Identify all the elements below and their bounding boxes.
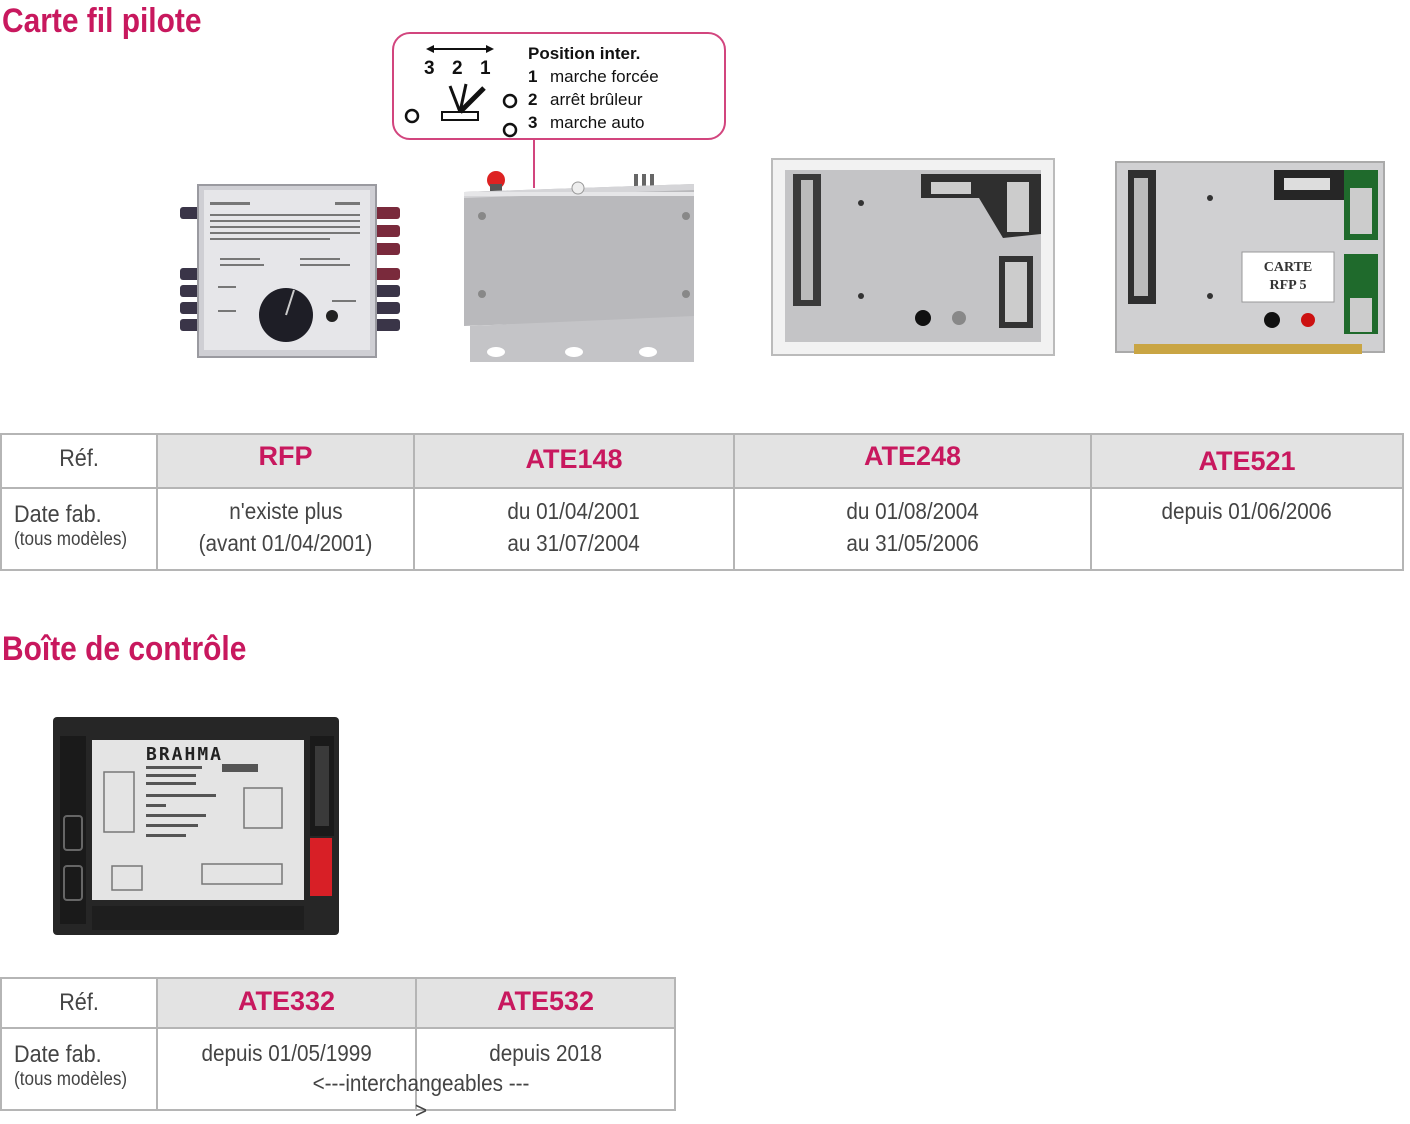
position-number: 1 xyxy=(480,58,491,79)
ref-header-ate248: ATE248 xyxy=(733,433,1092,489)
date-line: depuis 01/05/1999 xyxy=(201,1040,372,1066)
legend-row: 3 marche auto xyxy=(528,111,659,134)
callout-connector-line xyxy=(533,140,535,188)
date-line: au 31/07/2004 xyxy=(507,530,641,556)
date-label: Date fab. xyxy=(14,501,102,528)
legend-row: 1 marche forcée xyxy=(528,65,659,88)
legend-num: 1 xyxy=(528,67,538,86)
date-cell-ate521: depuis 01/06/2006 xyxy=(1090,487,1404,571)
legend-title: Position inter. xyxy=(528,44,641,63)
ref-label: Réf. xyxy=(59,445,99,472)
date-line: n'existe plus xyxy=(228,498,343,524)
ate521-device-photo: CARTE RFP 5 xyxy=(1115,161,1385,354)
position-number: 2 xyxy=(452,58,463,79)
interchangeable-note: <---interchangeables ---> xyxy=(312,1070,530,1123)
legend-num: 2 xyxy=(528,90,538,109)
ref-header-ate148: ATE148 xyxy=(413,433,735,489)
date-line: au 31/05/2006 xyxy=(846,530,979,556)
ate148-device-photo xyxy=(464,171,694,362)
date-label: Date fab. xyxy=(14,1041,102,1068)
date-line: depuis 2018 xyxy=(489,1040,602,1066)
date-line: du 01/08/2004 xyxy=(846,498,979,524)
date-cell-ate532: depuis 2018 xyxy=(415,1027,676,1111)
date-label-cell: Date fab. (tous modèles) xyxy=(0,487,158,571)
date-cell-ate148: du 01/04/2001 au 31/07/2004 xyxy=(413,487,735,571)
date-line: du 01/04/2001 xyxy=(507,498,641,524)
carte-label-line1: CARTE xyxy=(1264,260,1313,275)
ref-label-cell: Réf. xyxy=(0,433,158,489)
date-cell-ate332: depuis 01/05/1999 xyxy=(156,1027,417,1111)
brahma-control-box-photo: BRAHMA xyxy=(53,717,339,935)
legend-label: marche auto xyxy=(550,113,645,132)
legend-label: marche forcée xyxy=(550,67,659,86)
ref-header-ate332: ATE332 xyxy=(156,977,417,1029)
date-cell-rfp: n'existe plus (avant 01/04/2001) xyxy=(156,487,415,571)
ref-label-cell: Réf. xyxy=(0,977,158,1029)
legend-num: 3 xyxy=(528,113,538,132)
date-line: (avant 01/04/2001) xyxy=(198,530,373,556)
switch-legend: Position inter. 1 marche forcée 2 arrêt br… xyxy=(528,42,659,134)
section-title-pilot: Carte fil pilote xyxy=(2,2,202,40)
date-label-cell: Date fab. (tous modèles) xyxy=(0,1027,158,1111)
date-sublabel: (tous modèles) xyxy=(14,529,128,550)
ref-label: Réf. xyxy=(59,989,99,1016)
switch-diagram-icon xyxy=(404,45,518,138)
ref-header-ate532: ATE532 xyxy=(415,977,676,1029)
date-line: depuis 01/06/2006 xyxy=(1161,498,1333,524)
section-title-control: Boîte de contrôle xyxy=(2,630,247,668)
brahma-brand-label: BRAHMA xyxy=(146,744,223,765)
legend-label: arrêt brûleur xyxy=(550,90,643,109)
date-sublabel: (tous modèles) xyxy=(14,1069,128,1090)
legend-row: 2 arrêt brûleur xyxy=(528,88,659,111)
ref-header-ate521: ATE521 xyxy=(1090,433,1404,489)
ate248-device-photo xyxy=(771,158,1055,356)
position-number: 3 xyxy=(424,58,435,79)
ref-header-rfp: RFP xyxy=(156,433,415,489)
pilot-ref-table: Réf. RFP ATE148 ATE248 ATE521 Date fab. … xyxy=(0,433,1404,571)
rfp-device-photo xyxy=(180,184,400,358)
control-ref-table: Réf. ATE332 ATE532 Date fab. (tous modèl… xyxy=(0,977,676,1111)
carte-label-line2: RFP 5 xyxy=(1270,278,1307,293)
date-cell-ate248: du 01/08/2004 au 31/05/2006 xyxy=(733,487,1092,571)
